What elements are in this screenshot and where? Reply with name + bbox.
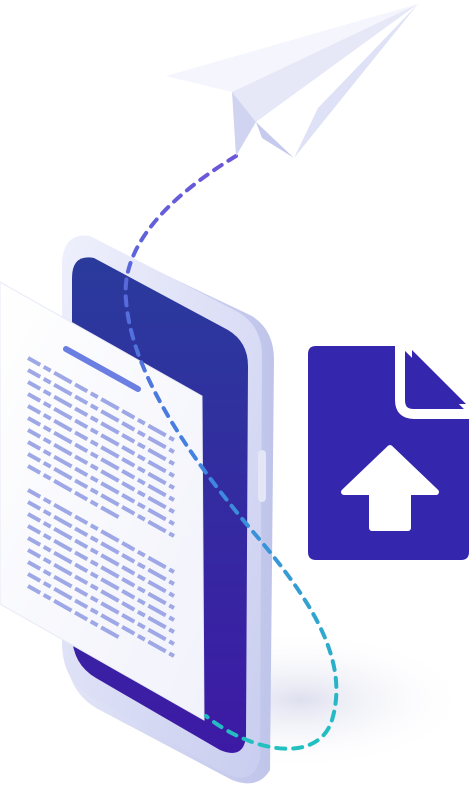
paper-plane-icon: [166, 4, 418, 158]
upload-arrow-icon: [341, 445, 439, 531]
phone-side-button: [258, 450, 266, 502]
document-page-icon: [0, 281, 205, 721]
document-text-lines: [27, 356, 175, 658]
file-upload-icon: [308, 346, 469, 560]
document-heading-bar: [63, 346, 141, 392]
flight-path: [123, 154, 339, 751]
